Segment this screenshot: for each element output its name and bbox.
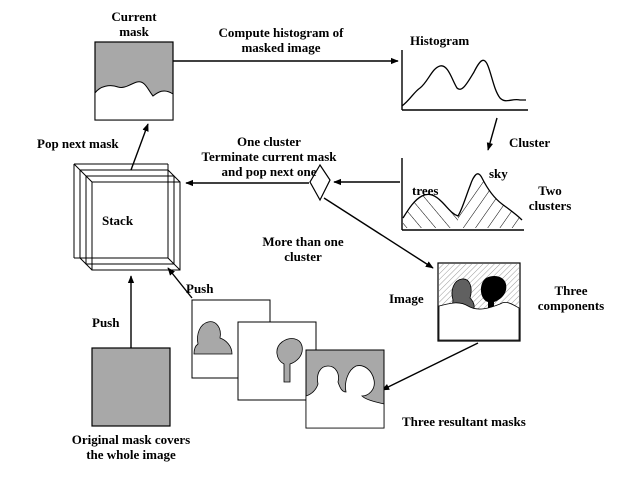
current-mask-label: Current mask [100, 9, 168, 39]
resultant-mask-3 [305, 349, 385, 429]
push-upper-label: Push [186, 281, 214, 296]
cluster-label: Cluster [509, 135, 551, 150]
resultant-mask-2 [237, 321, 317, 401]
push-lower-label: Push [92, 315, 120, 330]
original-mask [91, 347, 171, 427]
trees-label: trees [412, 183, 439, 198]
segmented-image [437, 262, 521, 342]
arrow-to-image [323, 197, 434, 269]
decision-diamond [309, 163, 331, 202]
more-than-one-cluster-label: More than one cluster [248, 234, 358, 264]
current-mask-box [94, 41, 174, 121]
two-clusters-plot [401, 158, 524, 231]
histogram-plot [401, 50, 528, 111]
sky-label: sky [489, 166, 508, 181]
arrow-cluster [486, 117, 498, 151]
resultant-mask-1 [191, 299, 271, 379]
arrow-to-resultant-masks [381, 342, 479, 391]
one-cluster-label: One cluster Terminate current mask and p… [178, 134, 360, 179]
stack-label: Stack [102, 213, 134, 228]
compute-histogram-label-line1: Compute histogram of [218, 25, 344, 40]
one-cluster-label-line2: Terminate current mask [201, 149, 337, 164]
one-cluster-label-line3: and pop next one [221, 164, 317, 179]
original-mask-label-line2: the whole image [86, 447, 176, 462]
three-components-label-line1: Three [554, 283, 588, 298]
arrow-pop-next-mask [130, 123, 149, 171]
one-cluster-label-line1: One cluster [237, 134, 301, 149]
compute-histogram-label-line2: masked image [241, 40, 321, 55]
two-clusters-label: Two clusters [528, 183, 572, 213]
original-mask-label: Original mask covers the whole image [60, 432, 202, 462]
original-mask-label-line1: Original mask covers [71, 432, 191, 447]
current-mask-label-line1: Current [111, 9, 157, 24]
compute-histogram-label: Compute histogram of masked image [196, 25, 366, 55]
histogram-label: Histogram [410, 33, 470, 48]
three-resultant-masks-label: Three resultant masks [402, 414, 526, 429]
two-clusters-label-line2: clusters [528, 198, 572, 213]
arrow-push-resultant [167, 267, 193, 299]
pop-next-mask-label: Pop next mask [37, 136, 119, 151]
two-clusters-label-line1: Two [538, 183, 562, 198]
stack-cube [73, 163, 181, 271]
current-mask-label-line2: mask [119, 24, 149, 39]
three-components-label: Three components [530, 283, 612, 313]
more-than-one-cluster-label-line2: cluster [284, 249, 322, 264]
image-label: Image [389, 291, 424, 306]
three-components-label-line2: components [537, 298, 605, 313]
more-than-one-cluster-label-line1: More than one [262, 234, 344, 249]
